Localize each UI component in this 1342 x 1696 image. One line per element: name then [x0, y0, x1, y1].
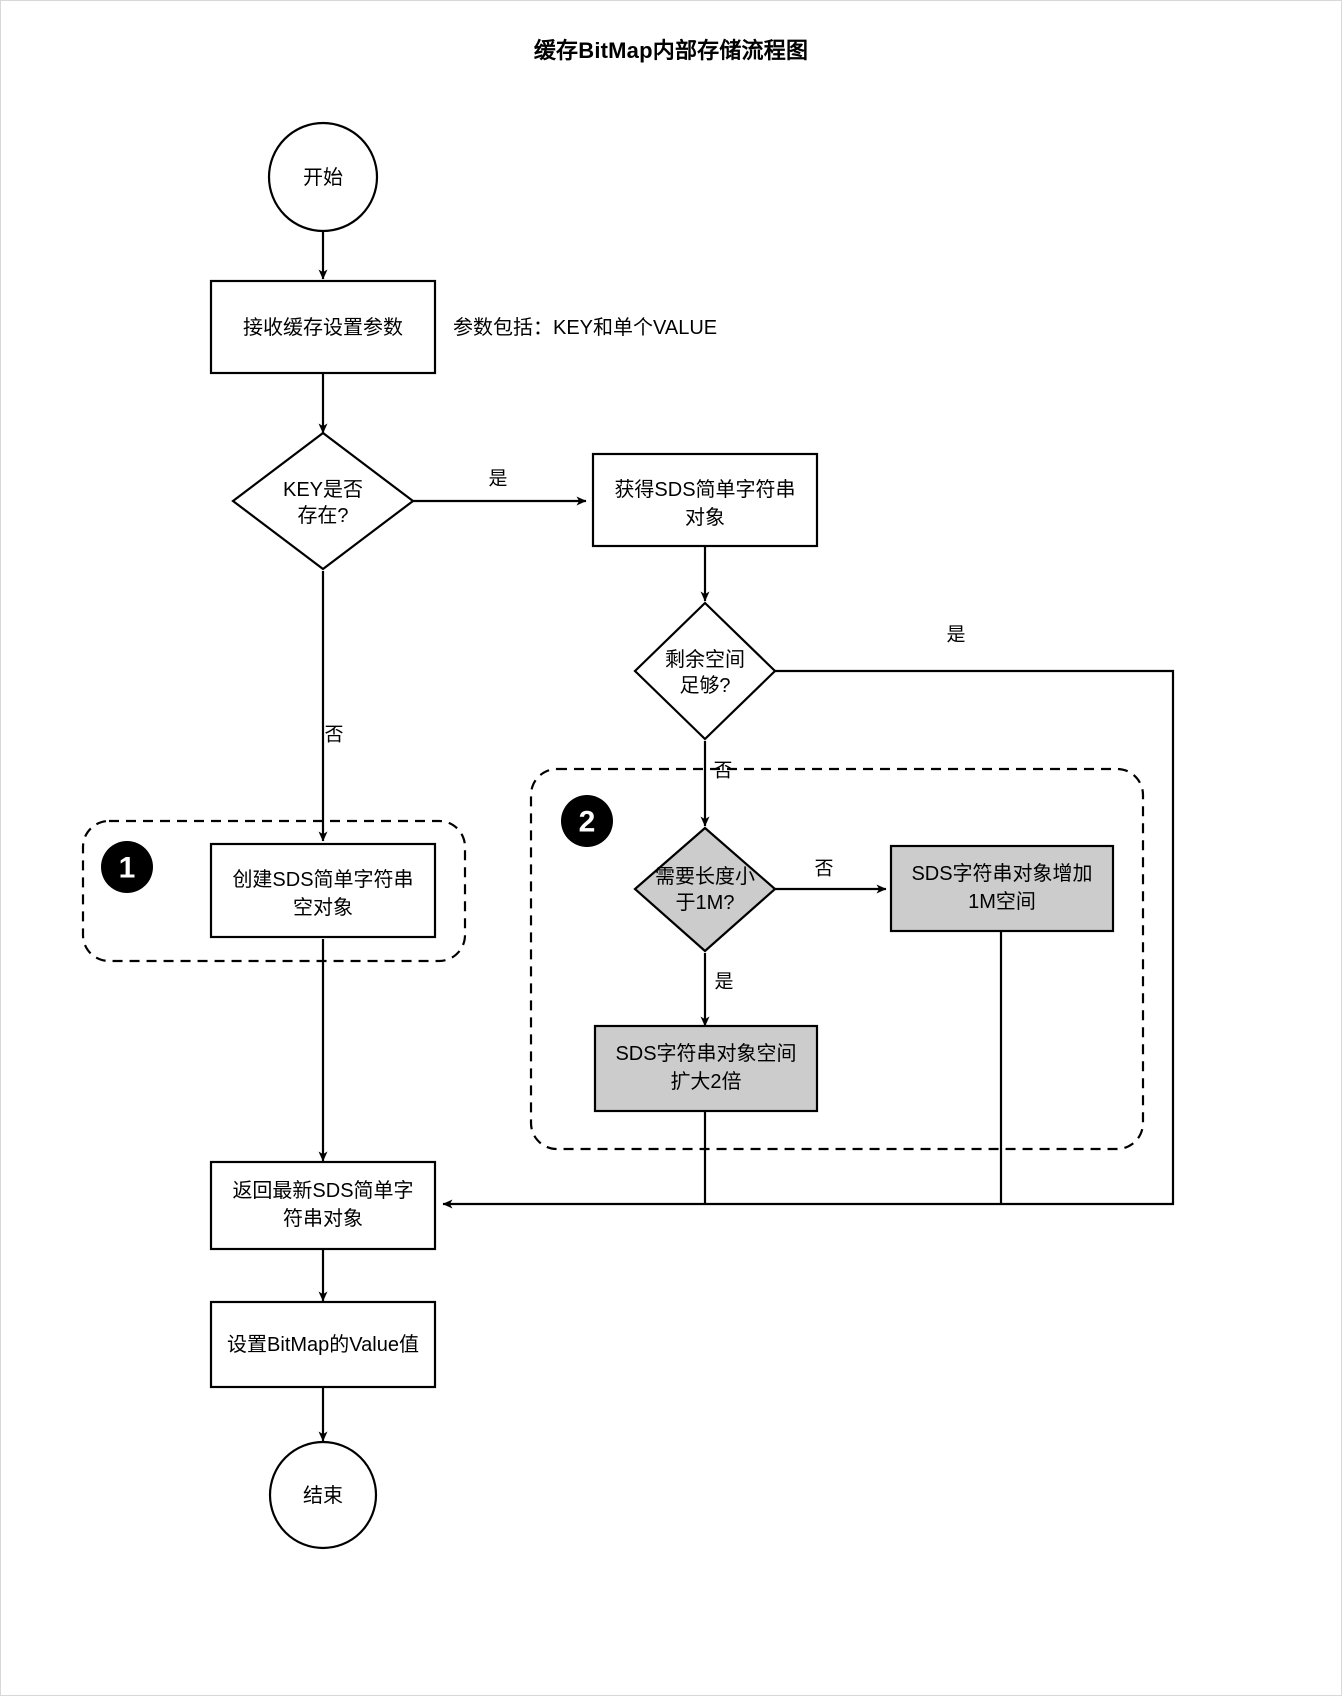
badge-2-label: 2	[579, 806, 596, 839]
edge-label-space-no: 否	[713, 761, 732, 782]
page-title: 缓存BitMap内部存储流程图	[533, 38, 809, 63]
badge-1-circle	[101, 841, 153, 893]
node-add-1m-space-label-line2: 1M空间	[968, 890, 1036, 913]
node-create-sds-label-line1: 创建SDS简单字符串	[232, 868, 413, 891]
node-set-bitmap[interactable]	[209, 1300, 437, 1389]
node-add-1m-space-label-line1: SDS字符串对象增加	[911, 862, 1092, 885]
node-space-enough-label-line2: 足够?	[679, 674, 730, 697]
node-set-bitmap-label: 设置BitMap的Value值	[227, 1333, 419, 1356]
edge-label-key-yes: 是	[488, 469, 507, 490]
node-get-sds-label-line2: 对象	[685, 506, 725, 529]
edge-label-needlen-yes: 是	[714, 972, 733, 993]
node-end[interactable]	[268, 1440, 378, 1550]
node-get-sds[interactable]	[591, 452, 819, 548]
group-box-1	[81, 819, 467, 963]
edge-label-key-no: 否	[324, 725, 343, 746]
node-need-length-label-line1: 需要长度小	[655, 865, 755, 888]
node-need-length-label-line2: 于1M?	[676, 892, 735, 914]
edge-label-space-yes: 是	[946, 625, 965, 646]
node-double-space-label-line1: SDS字符串对象空间	[615, 1042, 796, 1065]
node-space-enough-label-line1: 剩余空间	[665, 648, 745, 671]
node-start-label: 开始	[303, 166, 343, 189]
node-double-space-label-line2: 扩大2倍	[670, 1070, 741, 1093]
node-end-label: 结束	[303, 1484, 343, 1507]
node-start[interactable]	[267, 121, 379, 233]
group-box-2	[529, 767, 1145, 1151]
node-create-sds[interactable]	[209, 842, 437, 939]
node-create-sds-label-line2: 空对象	[293, 896, 353, 919]
node-key-exists[interactable]	[231, 431, 415, 571]
node-return-sds[interactable]	[209, 1160, 437, 1251]
node-return-sds-label-line2: 符串对象	[283, 1207, 363, 1230]
node-key-exists-label-line2: 存在?	[297, 504, 348, 527]
badge-1-label: 1	[119, 852, 136, 885]
node-space-enough[interactable]	[633, 601, 777, 741]
node-key-exists-label-line1: KEY是否	[283, 479, 363, 501]
badge-2-circle	[561, 795, 613, 847]
annotation-params-note: 参数包括：KEY和单个VALUE	[453, 316, 717, 339]
node-return-sds-label-line1: 返回最新SDS简单字	[232, 1179, 413, 1202]
edge-space-yes	[442, 669, 1175, 1209]
node-add-1m-space[interactable]	[889, 844, 1115, 933]
node-get-sds-label-line1: 获得SDS简单字符串	[614, 478, 795, 501]
node-receive-params[interactable]	[209, 279, 437, 375]
node-receive-params-label: 接收缓存设置参数	[243, 316, 403, 339]
edge-label-needlen-no: 否	[814, 859, 833, 880]
node-double-space[interactable]	[593, 1024, 819, 1113]
node-need-length[interactable]	[633, 826, 777, 953]
